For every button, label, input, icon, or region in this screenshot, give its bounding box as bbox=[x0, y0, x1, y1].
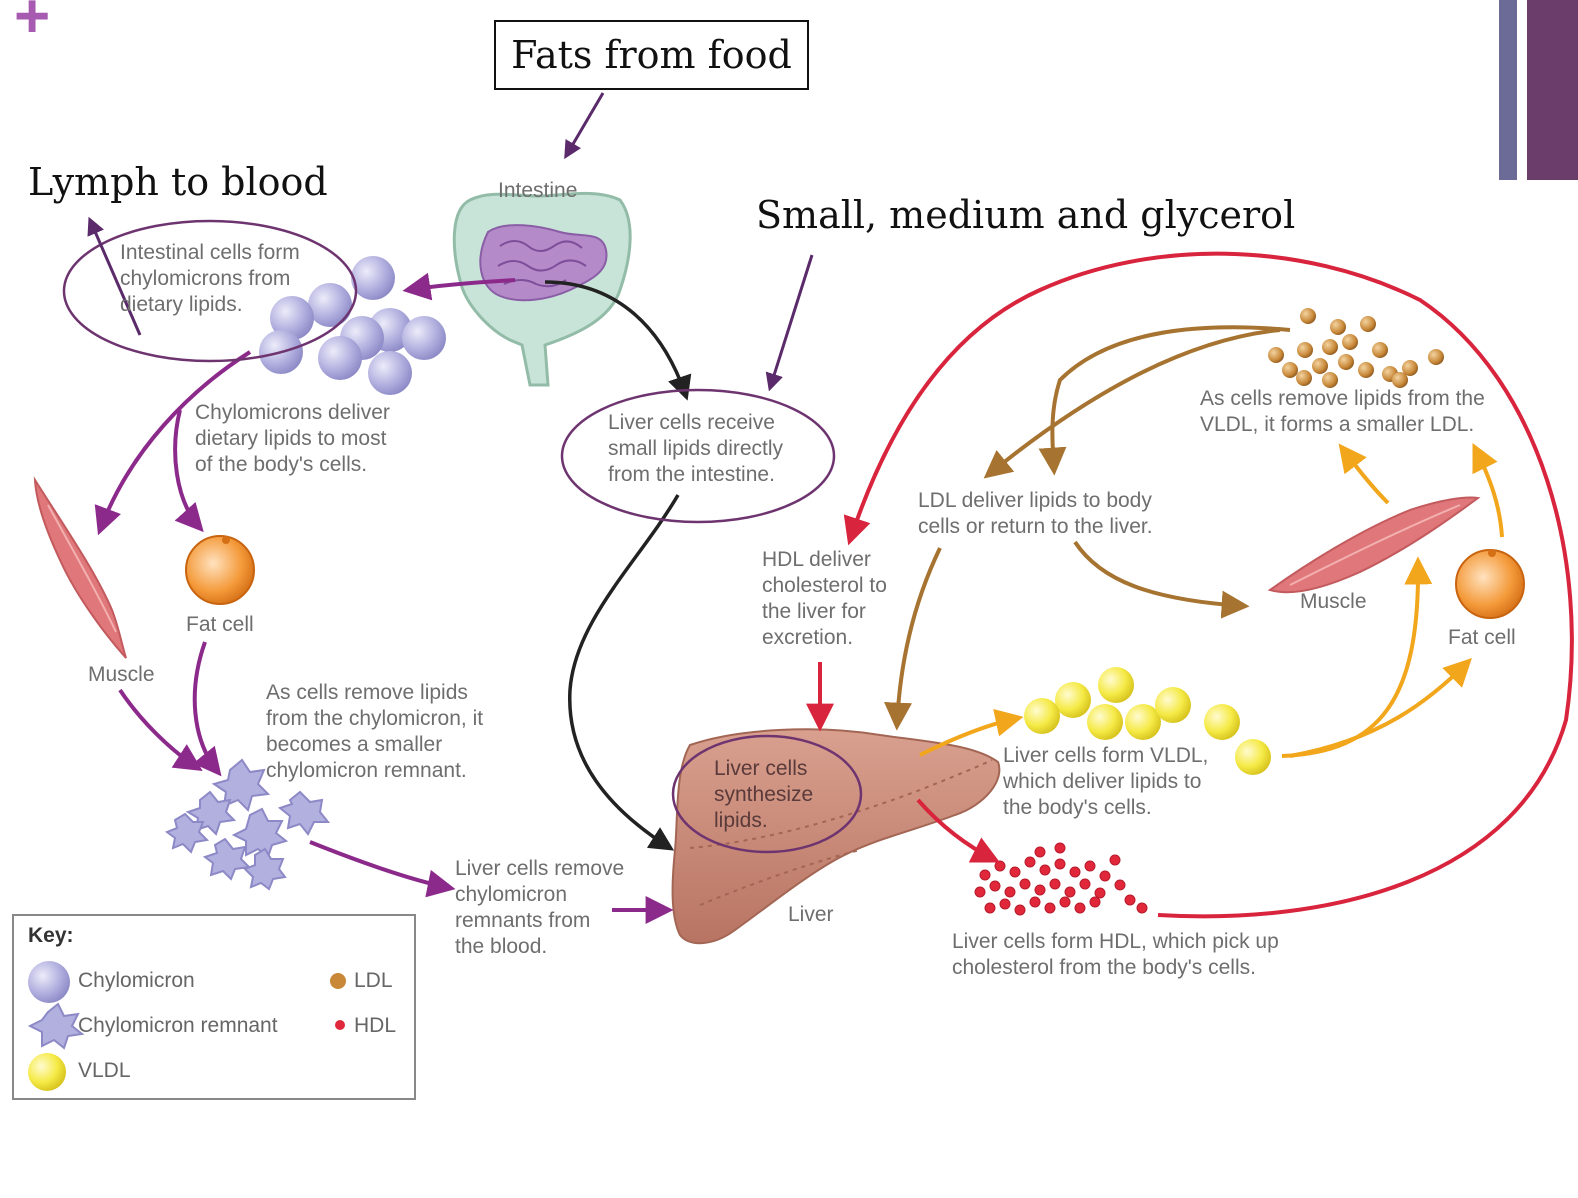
key-vldl-icon bbox=[28, 1053, 66, 1091]
black-arrows bbox=[544, 280, 692, 851]
liver-receive-label: Liver cells receive small lipids directl… bbox=[608, 411, 784, 486]
liver-remove-remnants-label: Liver cells remove chylomicron remnants … bbox=[455, 857, 625, 958]
chylomicron-remnants bbox=[164, 758, 331, 891]
liver-synthesize-label: Liver cells synthesize lipids. bbox=[714, 757, 814, 832]
key-chylomicron-remnant-icon bbox=[27, 1002, 85, 1050]
fat-cell-left-label: Fat cell bbox=[186, 613, 254, 636]
red-arrows bbox=[806, 251, 1574, 919]
fat-cell-right-illustration bbox=[1455, 549, 1525, 619]
brown-arrows bbox=[884, 325, 1291, 731]
slide-accent-bar-right bbox=[1527, 0, 1578, 180]
vldl-cluster bbox=[1024, 667, 1271, 775]
liver-label: Liver bbox=[788, 903, 834, 926]
key-title: Key: bbox=[28, 924, 74, 947]
muscle-right-label: Muscle bbox=[1300, 590, 1367, 613]
intestine-label: Intestine bbox=[498, 179, 578, 202]
plus-icon: + bbox=[14, 0, 51, 51]
purple-arrows bbox=[94, 272, 674, 924]
muscle-right-illustration bbox=[1267, 496, 1481, 594]
cells-remove-chylomicron-label: As cells remove lipids from the chylomic… bbox=[266, 681, 484, 782]
fat-cell-right-label: Fat cell bbox=[1448, 626, 1516, 649]
muscle-left-label: Muscle bbox=[88, 663, 155, 686]
hdl-cluster bbox=[974, 842, 1148, 916]
key-vldl-label: VLDL bbox=[78, 1059, 131, 1082]
smaller-ldl-label: As cells remove lipids from the VLDL, it… bbox=[1200, 387, 1485, 436]
annotation-arrows bbox=[87, 92, 814, 392]
chylomicrons-deliver-label: Chylomicrons deliver dietary lipids to m… bbox=[195, 401, 390, 476]
key-ldl-label: LDL bbox=[354, 969, 393, 992]
key-hdl-icon bbox=[335, 1020, 345, 1030]
key-legend: Key: Chylomicron Chylomicron remnant VLD… bbox=[12, 914, 416, 1100]
slide-accent-bar-left bbox=[1499, 0, 1517, 180]
chylomicron-cluster bbox=[259, 256, 446, 395]
liver-vldl-label: Liver cells form VLDL, which deliver lip… bbox=[1003, 744, 1209, 819]
orange-arrows bbox=[919, 442, 1504, 758]
muscle-left-illustration bbox=[33, 476, 127, 659]
small-medium-glycerol-label: Small, medium and glycerol bbox=[756, 193, 1296, 237]
key-chylomicron-label: Chylomicron bbox=[78, 969, 195, 992]
key-hdl-label: HDL bbox=[354, 1014, 397, 1037]
key-chylomicron-icon bbox=[28, 961, 70, 1003]
key-symbols bbox=[27, 961, 346, 1091]
fats-from-food-box: Fats from food bbox=[494, 20, 809, 90]
key-ldl-icon bbox=[330, 973, 346, 989]
fat-cell-left-illustration bbox=[185, 535, 255, 605]
lymph-to-blood-label: Lymph to blood bbox=[28, 160, 328, 204]
hdl-deliver-label: HDL deliver cholesterol to the liver for… bbox=[762, 548, 887, 649]
intestine-illustration bbox=[452, 191, 632, 387]
liver-illustration bbox=[671, 728, 1001, 945]
fats-from-food-label: Fats from food bbox=[511, 33, 792, 77]
annotation-ellipses bbox=[62, 219, 863, 854]
liver-hdl-label: Liver cells form HDL, which pick up chol… bbox=[952, 930, 1279, 979]
ldl-deliver-label: LDL deliver lipids to body cells or retu… bbox=[918, 489, 1153, 538]
intestinal-cells-label: Intestinal cells form chylomicrons from … bbox=[120, 241, 300, 316]
key-chylomicron-remnant-label: Chylomicron remnant bbox=[78, 1014, 278, 1037]
ldl-cluster bbox=[1268, 308, 1444, 388]
